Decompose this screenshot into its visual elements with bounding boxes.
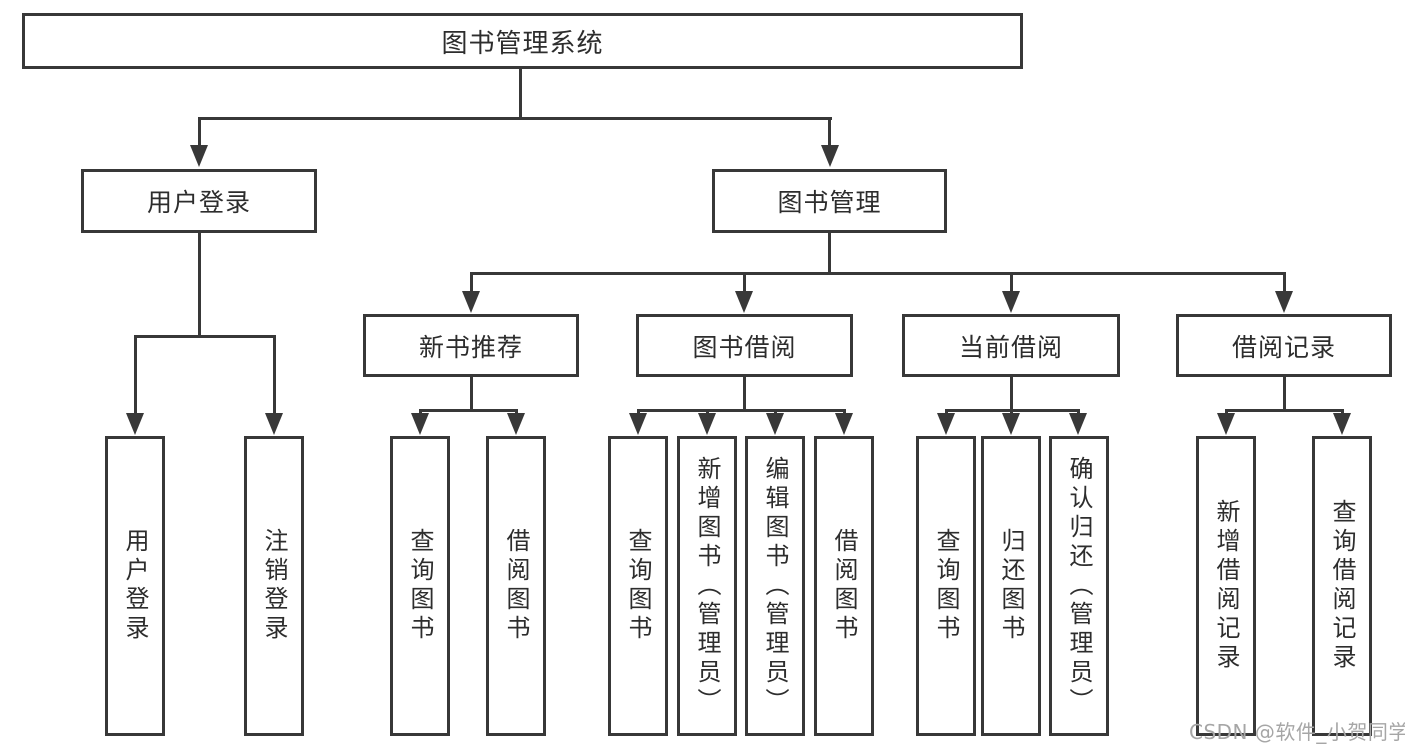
node-label: 注销登录 — [260, 528, 288, 644]
node-leaf-user-login: 用户登录 — [105, 436, 165, 736]
node-leaf-query-books: 查询图书 — [608, 436, 668, 736]
connector-line — [945, 409, 948, 416]
connector-line — [198, 117, 832, 120]
csdn-watermark: CSDN @软件_小贺同学 — [1189, 720, 1405, 744]
connector-line — [134, 335, 137, 415]
node-book-borrow: 图书借阅 — [636, 314, 853, 377]
node-book-management: 图书管理 — [712, 169, 947, 233]
node-leaf-logout: 注销登录 — [244, 436, 304, 736]
node-label: 查询图书 — [624, 528, 652, 644]
node-label: 用户登录 — [121, 528, 149, 644]
arrow-down-icon — [821, 145, 839, 167]
node-label: 借阅图书 — [830, 528, 858, 644]
connector-line — [828, 233, 831, 272]
node-label: 查询图书 — [932, 528, 960, 644]
arrow-down-icon — [735, 291, 753, 313]
connector-line — [1010, 272, 1013, 294]
connector-line — [470, 377, 473, 409]
node-user-login: 用户登录 — [81, 169, 317, 233]
connector-line — [774, 409, 777, 416]
node-leaf-borrow-books: 借阅图书 — [486, 436, 546, 736]
arrow-down-icon — [835, 413, 853, 435]
connector-line — [515, 409, 518, 416]
node-borrow-record: 借阅记录 — [1176, 314, 1392, 377]
node-leaf-add-books-admin: 新增图书（管理员） — [677, 436, 737, 736]
node-leaf-borrow-books: 借阅图书 — [814, 436, 874, 736]
connector-line — [1010, 377, 1013, 409]
arrow-down-icon — [629, 413, 647, 435]
node-label: 新增借阅记录 — [1212, 499, 1240, 673]
connector-line — [198, 233, 201, 335]
node-new-book-recommend: 新书推荐 — [363, 314, 579, 377]
connector-line — [198, 117, 201, 150]
connector-line — [1283, 272, 1286, 294]
connector-line — [743, 272, 746, 294]
connector-line — [637, 409, 846, 412]
arrow-down-icon — [1333, 413, 1351, 435]
connector-line — [637, 409, 640, 416]
connector-line — [706, 409, 709, 416]
connector-line — [419, 409, 518, 412]
connector-line — [1225, 409, 1344, 412]
node-leaf-query-borrow-record: 查询借阅记录 — [1312, 436, 1372, 736]
node-current-borrow: 当前借阅 — [902, 314, 1120, 377]
connector-line — [1341, 409, 1344, 416]
connector-line — [1283, 377, 1286, 409]
connector-line — [1010, 409, 1013, 416]
connector-line — [470, 272, 1286, 275]
connector-line — [273, 335, 276, 415]
connector-line — [843, 409, 846, 416]
connector-line — [1077, 409, 1080, 416]
node-root: 图书管理系统 — [22, 13, 1023, 69]
arrow-down-icon — [462, 291, 480, 313]
node-leaf-add-borrow-record: 新增借阅记录 — [1196, 436, 1256, 736]
connector-line — [1225, 409, 1228, 416]
node-label: 查询借阅记录 — [1328, 499, 1356, 673]
arrow-down-icon — [265, 413, 283, 435]
arrow-down-icon — [507, 413, 525, 435]
arrow-down-icon — [1002, 291, 1020, 313]
arrow-down-icon — [937, 413, 955, 435]
node-leaf-confirm-return-admin: 确认归还（管理员） — [1049, 436, 1109, 736]
arrow-down-icon — [190, 145, 208, 167]
node-label: 借阅图书 — [502, 528, 530, 644]
connector-line — [828, 117, 831, 150]
node-leaf-return-books: 归还图书 — [981, 436, 1041, 736]
arrow-down-icon — [411, 413, 429, 435]
arrow-down-icon — [1069, 413, 1087, 435]
node-label: 查询图书 — [406, 528, 434, 644]
connector-line — [470, 272, 473, 294]
connector-line — [419, 409, 422, 416]
arrow-down-icon — [1002, 413, 1020, 435]
arrow-down-icon — [766, 413, 784, 435]
connector-line — [519, 69, 522, 117]
node-leaf-edit-books-admin: 编辑图书（管理员） — [745, 436, 805, 736]
arrow-down-icon — [1217, 413, 1235, 435]
arrow-down-icon — [126, 413, 144, 435]
node-leaf-query-books: 查询图书 — [390, 436, 450, 736]
arrow-down-icon — [1275, 291, 1293, 313]
node-label: 确认归还（管理员） — [1065, 455, 1093, 717]
connector-line — [743, 377, 746, 409]
node-label: 编辑图书（管理员） — [761, 455, 789, 717]
node-leaf-query-books: 查询图书 — [916, 436, 976, 736]
connector-line — [134, 335, 276, 338]
node-label: 新增图书（管理员） — [693, 455, 721, 717]
arrow-down-icon — [698, 413, 716, 435]
node-label: 归还图书 — [997, 528, 1025, 644]
